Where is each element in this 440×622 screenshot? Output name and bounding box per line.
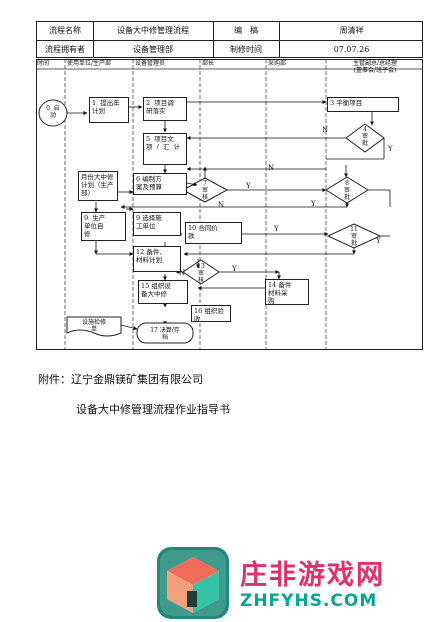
header-col-line (279, 22, 280, 57)
node-inspection-doc: 设施检修 单 (81, 319, 106, 333)
node-5: 5 项目文 项 / 汇 计 (143, 133, 187, 165)
attachment-line-2: 设备大中修管理流程作业指导书 (76, 403, 230, 416)
header-col-line (213, 22, 214, 57)
node-9b: 9 选择施 工单位 (133, 212, 181, 236)
node-2: 2 项目调 研落实 (143, 97, 187, 121)
owner-label: 流程拥有者 (45, 44, 85, 54)
node-11: 11 审 批 (350, 226, 358, 247)
process-name-label: 流程名称 (49, 26, 81, 35)
lane-purchasing: 采购部 (268, 60, 287, 67)
node-8: 8 审 批 (343, 180, 350, 201)
edge-label-y: Y (246, 182, 251, 190)
flowchart: 时间 使用单位/生产部 设备管理员 部长 采购部 主管副总/总经理 (董事会/班… (36, 59, 423, 350)
watermark-title: 庄非游戏网 (240, 560, 385, 591)
node-14: 14 备件 材料采 购 (265, 279, 309, 305)
header-divider (37, 40, 422, 41)
node-1: 1 提出年 计划 (89, 97, 129, 123)
node-13: 13 审 核 (197, 263, 205, 284)
flowchart-lines (36, 59, 423, 350)
attachment-line-1: 附件：辽宁金鼎镁矿集团有限公司 (38, 373, 203, 386)
node-3: 3 平衡项目 (327, 97, 399, 112)
node-17: 17 决算/存 档 (150, 327, 180, 341)
watermark-logo-icon (157, 547, 229, 619)
node-7: 7 审 核 (201, 180, 208, 201)
node-9: 9 生产 单位自 修 (81, 212, 126, 241)
edge-label-y: Y (311, 200, 316, 208)
edge-label-n: N (218, 201, 225, 209)
edge-label-y: Y (232, 265, 237, 273)
edge-label-y: Y (376, 237, 381, 245)
watermark-url: ZHFYHS.COM (240, 591, 378, 611)
node-10: 10 合同价 款 (185, 222, 242, 244)
node-monthly-plan: 月份大中修 计划（生产 部） (78, 171, 118, 201)
edge-label-n: N (322, 126, 329, 134)
lane-minister: 部长 (202, 60, 215, 67)
edge-label-n: N (179, 269, 186, 277)
header-col-line (93, 22, 94, 57)
compiler-value: 周清祥 (339, 26, 364, 35)
node-15: 15 组织设 备大中修 (138, 280, 188, 304)
node-16: 16 组织验 收 (191, 305, 231, 322)
node-12: 12 备件、 材料计划 (133, 246, 181, 272)
lane-general-manager: 主管副总/总经理 (董事会/班子会) (352, 60, 398, 74)
lane-equipment-admin: 设备管理员 (135, 60, 166, 67)
revision-label: 制修时间 (230, 44, 262, 54)
node-4: 4 审 批 (361, 126, 368, 147)
edge-label-n: N (268, 164, 275, 172)
lane-user-unit: 使用单位/生产部 (67, 60, 112, 67)
edge-label-y: Y (274, 225, 279, 233)
start-node: 0 启 动 (46, 105, 60, 119)
edge-label-y: Y (388, 145, 393, 153)
lane-time: 时间 (37, 60, 50, 67)
compiler-label: 编 稿 (234, 26, 258, 35)
node-6: 6 编制方 案及预算 (133, 173, 187, 195)
owner-value: 设备管理部 (133, 44, 173, 54)
header-table: 流程名称 设备大中修管理流程 编 稿 周清祥 流程拥有者 设备管理部 制修时间 … (36, 21, 423, 58)
revision-value: 07.07.26 (333, 44, 370, 54)
process-name-value: 设备大中修管理流程 (117, 26, 189, 35)
